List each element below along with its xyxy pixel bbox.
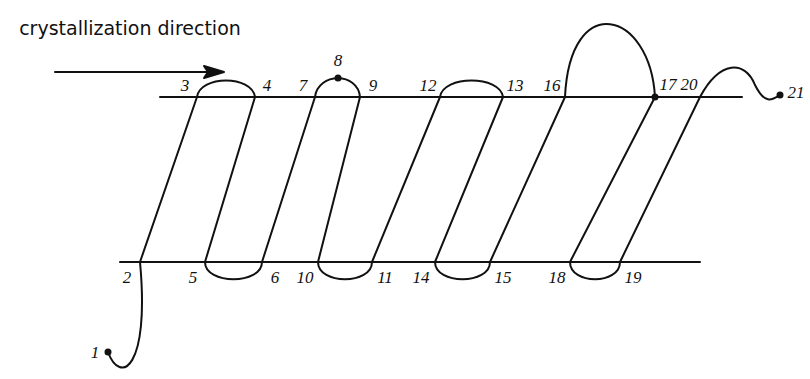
callout-number: 4: [263, 77, 272, 94]
callout-number: 12: [420, 77, 437, 94]
callout-number: 15: [495, 269, 512, 286]
callout-number: 9: [369, 77, 378, 94]
chain-end-dot: [105, 349, 112, 356]
callout-number: 16: [544, 77, 561, 94]
callout-number: 10: [297, 269, 314, 286]
callout-number: 20: [681, 76, 698, 93]
chain-dot: [335, 75, 342, 82]
callout-number: 19: [625, 269, 642, 286]
chain-dot: [652, 94, 659, 101]
callout-number: 1: [91, 344, 100, 361]
chain-end-dot: [777, 92, 784, 99]
callout-number: 6: [271, 269, 280, 286]
callout-number: 5: [189, 269, 198, 286]
callout-number: 14: [413, 269, 430, 286]
callout-number: 21: [788, 84, 805, 101]
arrow-head: [204, 66, 224, 78]
callout-number: 11: [377, 269, 393, 286]
callout-number: 2: [123, 269, 132, 286]
folded-chain: [108, 24, 780, 367]
callout-number: 17: [660, 76, 677, 93]
callout-number: 13: [507, 77, 524, 94]
direction-arrow: [55, 71, 222, 73]
callout-number: 3: [181, 77, 190, 94]
callout-number: 18: [549, 269, 566, 286]
bottom-plane-line: [120, 261, 700, 263]
direction-label: crystallization direction: [19, 19, 241, 38]
callout-number: 8: [334, 52, 343, 69]
callout-number: 7: [299, 77, 308, 94]
